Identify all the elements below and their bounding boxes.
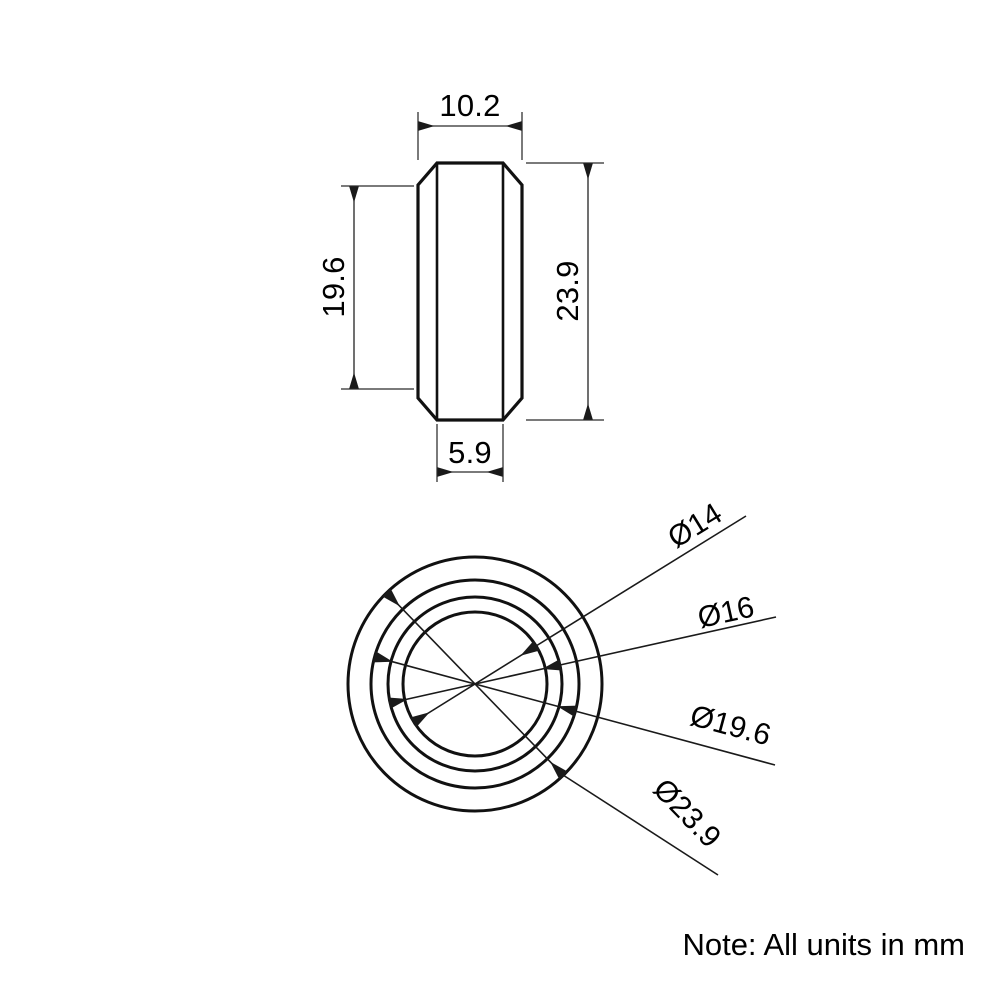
dia-label-23-9: Ø23.9 [647, 773, 728, 855]
leader-extension-dia-16 [559, 616, 777, 666]
dim-label-10-2: 10.2 [439, 88, 500, 123]
dimension-width-bottom: 5.9 [436, 424, 504, 482]
leader-line-dia-23-9 [382, 588, 568, 780]
dimension-width-top: 10.2 [417, 88, 523, 160]
dia-label-16: Ø16 [695, 590, 758, 634]
dim-label-23-9: 23.9 [550, 260, 585, 321]
front-view-geometry [416, 161, 524, 422]
dim-label-19-6: 19.6 [316, 256, 351, 317]
circle-outer-23-9 [346, 555, 604, 813]
leader-extension-dia-23-9 [562, 774, 719, 876]
dimension-height-outer: 23.9 [526, 162, 604, 421]
front-view-outline [416, 161, 524, 422]
leader-dia-23-9: Ø23.9 [382, 588, 728, 876]
circle-19-6 [369, 578, 581, 790]
leader-dia-16: Ø16 [387, 590, 777, 709]
units-note: Note: All units in mm [682, 927, 965, 962]
leader-extension-dia-19-6 [574, 710, 776, 766]
leader-extension-dia-14 [535, 515, 747, 647]
dia-label-14: Ø14 [662, 497, 728, 555]
dimension-height-inner: 19.6 [316, 185, 414, 390]
dim-label-5-9: 5.9 [448, 435, 492, 470]
leader-dia-19-6: Ø19.6 [372, 651, 776, 766]
